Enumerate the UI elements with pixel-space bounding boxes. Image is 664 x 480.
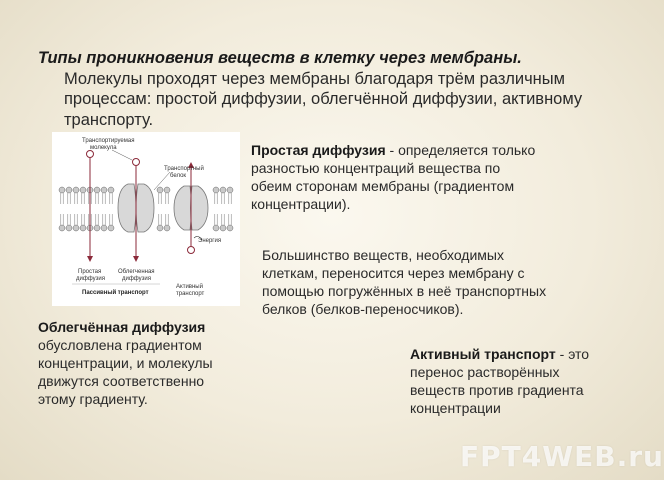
lipid-head (79, 224, 87, 232)
channel-protein-left (117, 183, 137, 233)
lipid-head (226, 186, 234, 194)
lipid-head (100, 186, 108, 194)
lipid-head (107, 186, 115, 194)
membrane-transport-figure: Транспортируемая молекула Транспортный б… (52, 132, 240, 306)
lipid-bilayer (58, 186, 234, 232)
label-facilitated-2: диффузия (122, 276, 151, 282)
lipid-head (93, 186, 101, 194)
simple-diffusion-block: Простая диффузия - определяется только р… (251, 141, 541, 213)
intro-paragraph: Типы проникновения веществ в клетку чере… (38, 48, 598, 130)
lipid-head (58, 224, 66, 232)
arrowhead-simple (87, 256, 93, 262)
molecule-active (187, 246, 195, 254)
lipid-head (219, 224, 227, 232)
label-transported-molecule-1: Транспортируемая (82, 138, 134, 144)
lipid-head (156, 186, 164, 194)
lipid-head (107, 224, 115, 232)
lipid-head (219, 186, 227, 194)
lipid-head (163, 186, 171, 194)
active-transport-block: Активный транспорт - это перенос раствор… (410, 345, 590, 417)
membrane-diagram: Транспортируемая молекула Транспортный б… (58, 138, 234, 297)
lipid-head (163, 224, 171, 232)
lipid-head (212, 186, 220, 194)
label-active-1: Активный (176, 283, 203, 290)
facilitated-diffusion-text: обусловлена градиентом концентрации, и м… (38, 337, 213, 407)
label-simple-1: Простая (78, 269, 101, 275)
active-transport-term: Активный транспорт (410, 346, 556, 362)
label-transported-molecule-2: молекула (90, 145, 117, 151)
leader-protein (153, 171, 171, 191)
leader-molecule (111, 149, 133, 161)
simple-diffusion-text: - определяется только разностью концентр… (251, 142, 536, 212)
arrowhead-active (188, 162, 194, 168)
lipid-head (100, 224, 108, 232)
label-passive-transport: Пассивный транспорт (82, 289, 149, 296)
slide-title: Типы проникновения веществ в клетку чере… (38, 49, 522, 67)
label-transport-protein-2: белок (170, 173, 186, 179)
channel-protein-right (135, 183, 155, 233)
majority-text: Большинство веществ, необходимых клеткам… (262, 247, 547, 317)
watermark: FPT4WEB.ru (460, 440, 664, 473)
molecule-simple (86, 150, 94, 158)
label-active-2: транспорт (176, 291, 205, 297)
majority-block: Большинство веществ, необходимых клеткам… (262, 246, 552, 318)
lipid-head (79, 186, 87, 194)
label-transport-protein-1: Транспортный (164, 165, 204, 172)
arrowhead-facilitated (133, 256, 139, 262)
lipid-head (93, 224, 101, 232)
molecule-facilitated (132, 158, 140, 166)
facilitated-diffusion-block: Облегчённая диффузия обусловлена градиен… (38, 318, 238, 408)
intro-text: Молекулы проходят через мембраны благода… (64, 69, 583, 129)
lipid-head (226, 224, 234, 232)
lipid-head (72, 224, 80, 232)
lipid-head (72, 186, 80, 194)
label-energy: Энергия (198, 238, 221, 244)
lipid-head (58, 186, 66, 194)
facilitated-diffusion-term: Облегчённая диффузия (38, 319, 206, 335)
carrier-protein-right (190, 185, 209, 231)
lipid-head (212, 224, 220, 232)
label-simple-2: диффузия (76, 276, 105, 282)
lipid-head (65, 186, 73, 194)
carrier-protein-left (173, 185, 192, 231)
lipid-head (65, 224, 73, 232)
energy-arrow (193, 236, 203, 241)
active-transport-text: - это перенос растворённых веществ проти… (410, 346, 590, 416)
label-facilitated-1: Облегченная (118, 269, 155, 275)
simple-diffusion-term: Простая диффузия (251, 142, 386, 158)
lipid-head (156, 224, 164, 232)
